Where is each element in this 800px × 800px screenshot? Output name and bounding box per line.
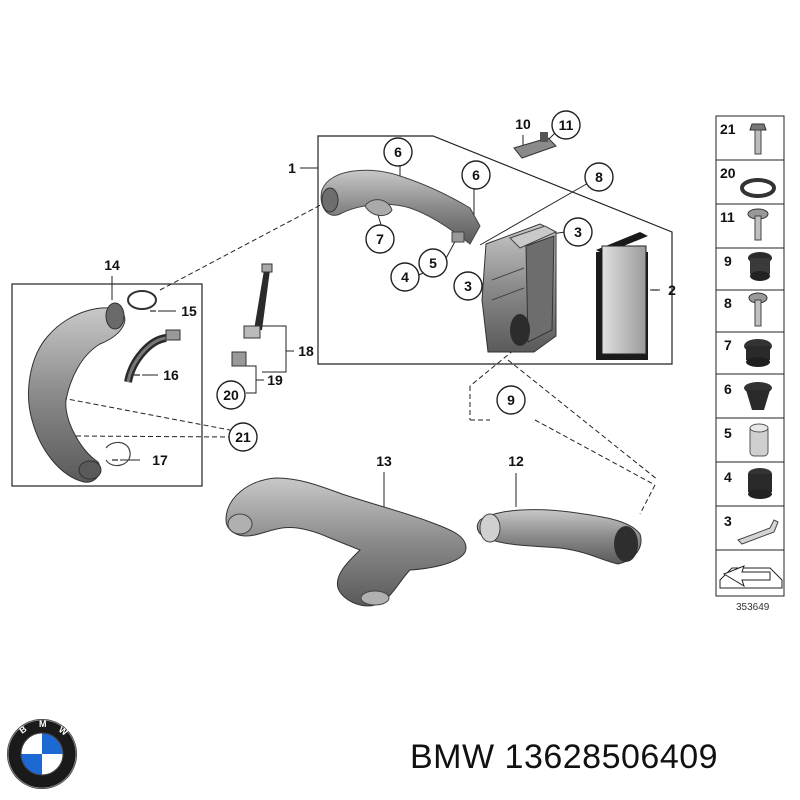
callout-12: 12 — [508, 453, 524, 469]
o-ring-icon — [740, 178, 776, 198]
air-intake-duct — [320, 169, 481, 245]
callout-3b: 3 — [464, 278, 472, 294]
legend-label-11: 11 — [720, 209, 735, 225]
air-filter-element — [596, 232, 648, 360]
callout-17: 17 — [152, 452, 168, 468]
grommet-icon-2 — [748, 468, 772, 499]
part-number: 13628506409 — [504, 738, 719, 776]
grommet-icon — [748, 252, 772, 281]
callout-1: 1 — [288, 160, 296, 176]
svg-text:M: M — [39, 719, 47, 729]
callout-6a: 6 — [394, 144, 402, 160]
legend-label-9: 9 — [724, 253, 732, 269]
air-filter-housing — [481, 223, 558, 353]
callout-13: 13 — [376, 453, 392, 469]
bmw-logo: B M W — [7, 719, 77, 789]
callout-15: 15 — [181, 303, 197, 319]
arrow-symbol-icon — [719, 565, 783, 589]
callout-4: 4 — [401, 269, 409, 285]
bolt-icon-2 — [748, 292, 768, 327]
callout-14: 14 — [104, 257, 120, 273]
legend-label-3: 3 — [724, 513, 732, 529]
intake-pipe-assembly — [28, 290, 181, 483]
legend-label-21: 21 — [720, 121, 736, 137]
callout-11: 11 — [559, 117, 574, 133]
bolt-icon — [749, 123, 767, 155]
legend-label-6: 6 — [724, 381, 732, 397]
clip-icon — [737, 519, 779, 545]
callout-18: 18 — [298, 343, 314, 359]
legend-label-8: 8 — [724, 295, 732, 311]
callout-5: 5 — [429, 255, 437, 271]
assembly-frame-14 — [11, 283, 203, 487]
brand-name: BMW — [410, 738, 495, 776]
assembly-frame-1 — [317, 135, 673, 365]
callout-19: 19 — [267, 372, 283, 388]
callout-10: 10 — [515, 116, 531, 132]
callout-21: 21 — [235, 429, 251, 445]
mass-air-flow-sensor — [513, 132, 557, 159]
rubber-mount-icon — [744, 339, 772, 367]
callout-circles — [216, 110, 614, 452]
callout-20: 20 — [223, 387, 239, 403]
legend-label-4: 4 — [724, 469, 732, 485]
callout-3a: 3 — [574, 224, 582, 240]
legend-label-20: 20 — [720, 165, 736, 181]
screw-icon — [747, 208, 769, 241]
callout-8: 8 — [595, 169, 603, 185]
callout-2: 2 — [668, 282, 676, 298]
legend-label-7: 7 — [724, 337, 732, 353]
dash-markers — [112, 289, 658, 461]
image-number: 353649 — [736, 602, 770, 613]
brand-part-number: BMW 13628506409 — [410, 738, 718, 777]
svg-text:B: B — [17, 723, 28, 735]
legend-panel: 21 20 11 9 8 7 6 5 4 3 — [715, 115, 785, 597]
legend-label-5: 5 — [724, 425, 732, 441]
intake-boot — [476, 509, 642, 565]
callout-16: 16 — [163, 367, 179, 383]
vent-hose — [231, 263, 273, 367]
callout-7: 7 — [376, 231, 384, 247]
callout-labels: 1 2 6 6 8 3 3 5 4 7 9 10 11 14 15 16 17 … — [104, 116, 676, 469]
callout-6b: 6 — [472, 167, 480, 183]
sleeve-icon — [749, 423, 769, 457]
bushing-icon — [744, 382, 772, 410]
callout-9: 9 — [507, 392, 515, 408]
resonator-duct — [225, 477, 467, 607]
